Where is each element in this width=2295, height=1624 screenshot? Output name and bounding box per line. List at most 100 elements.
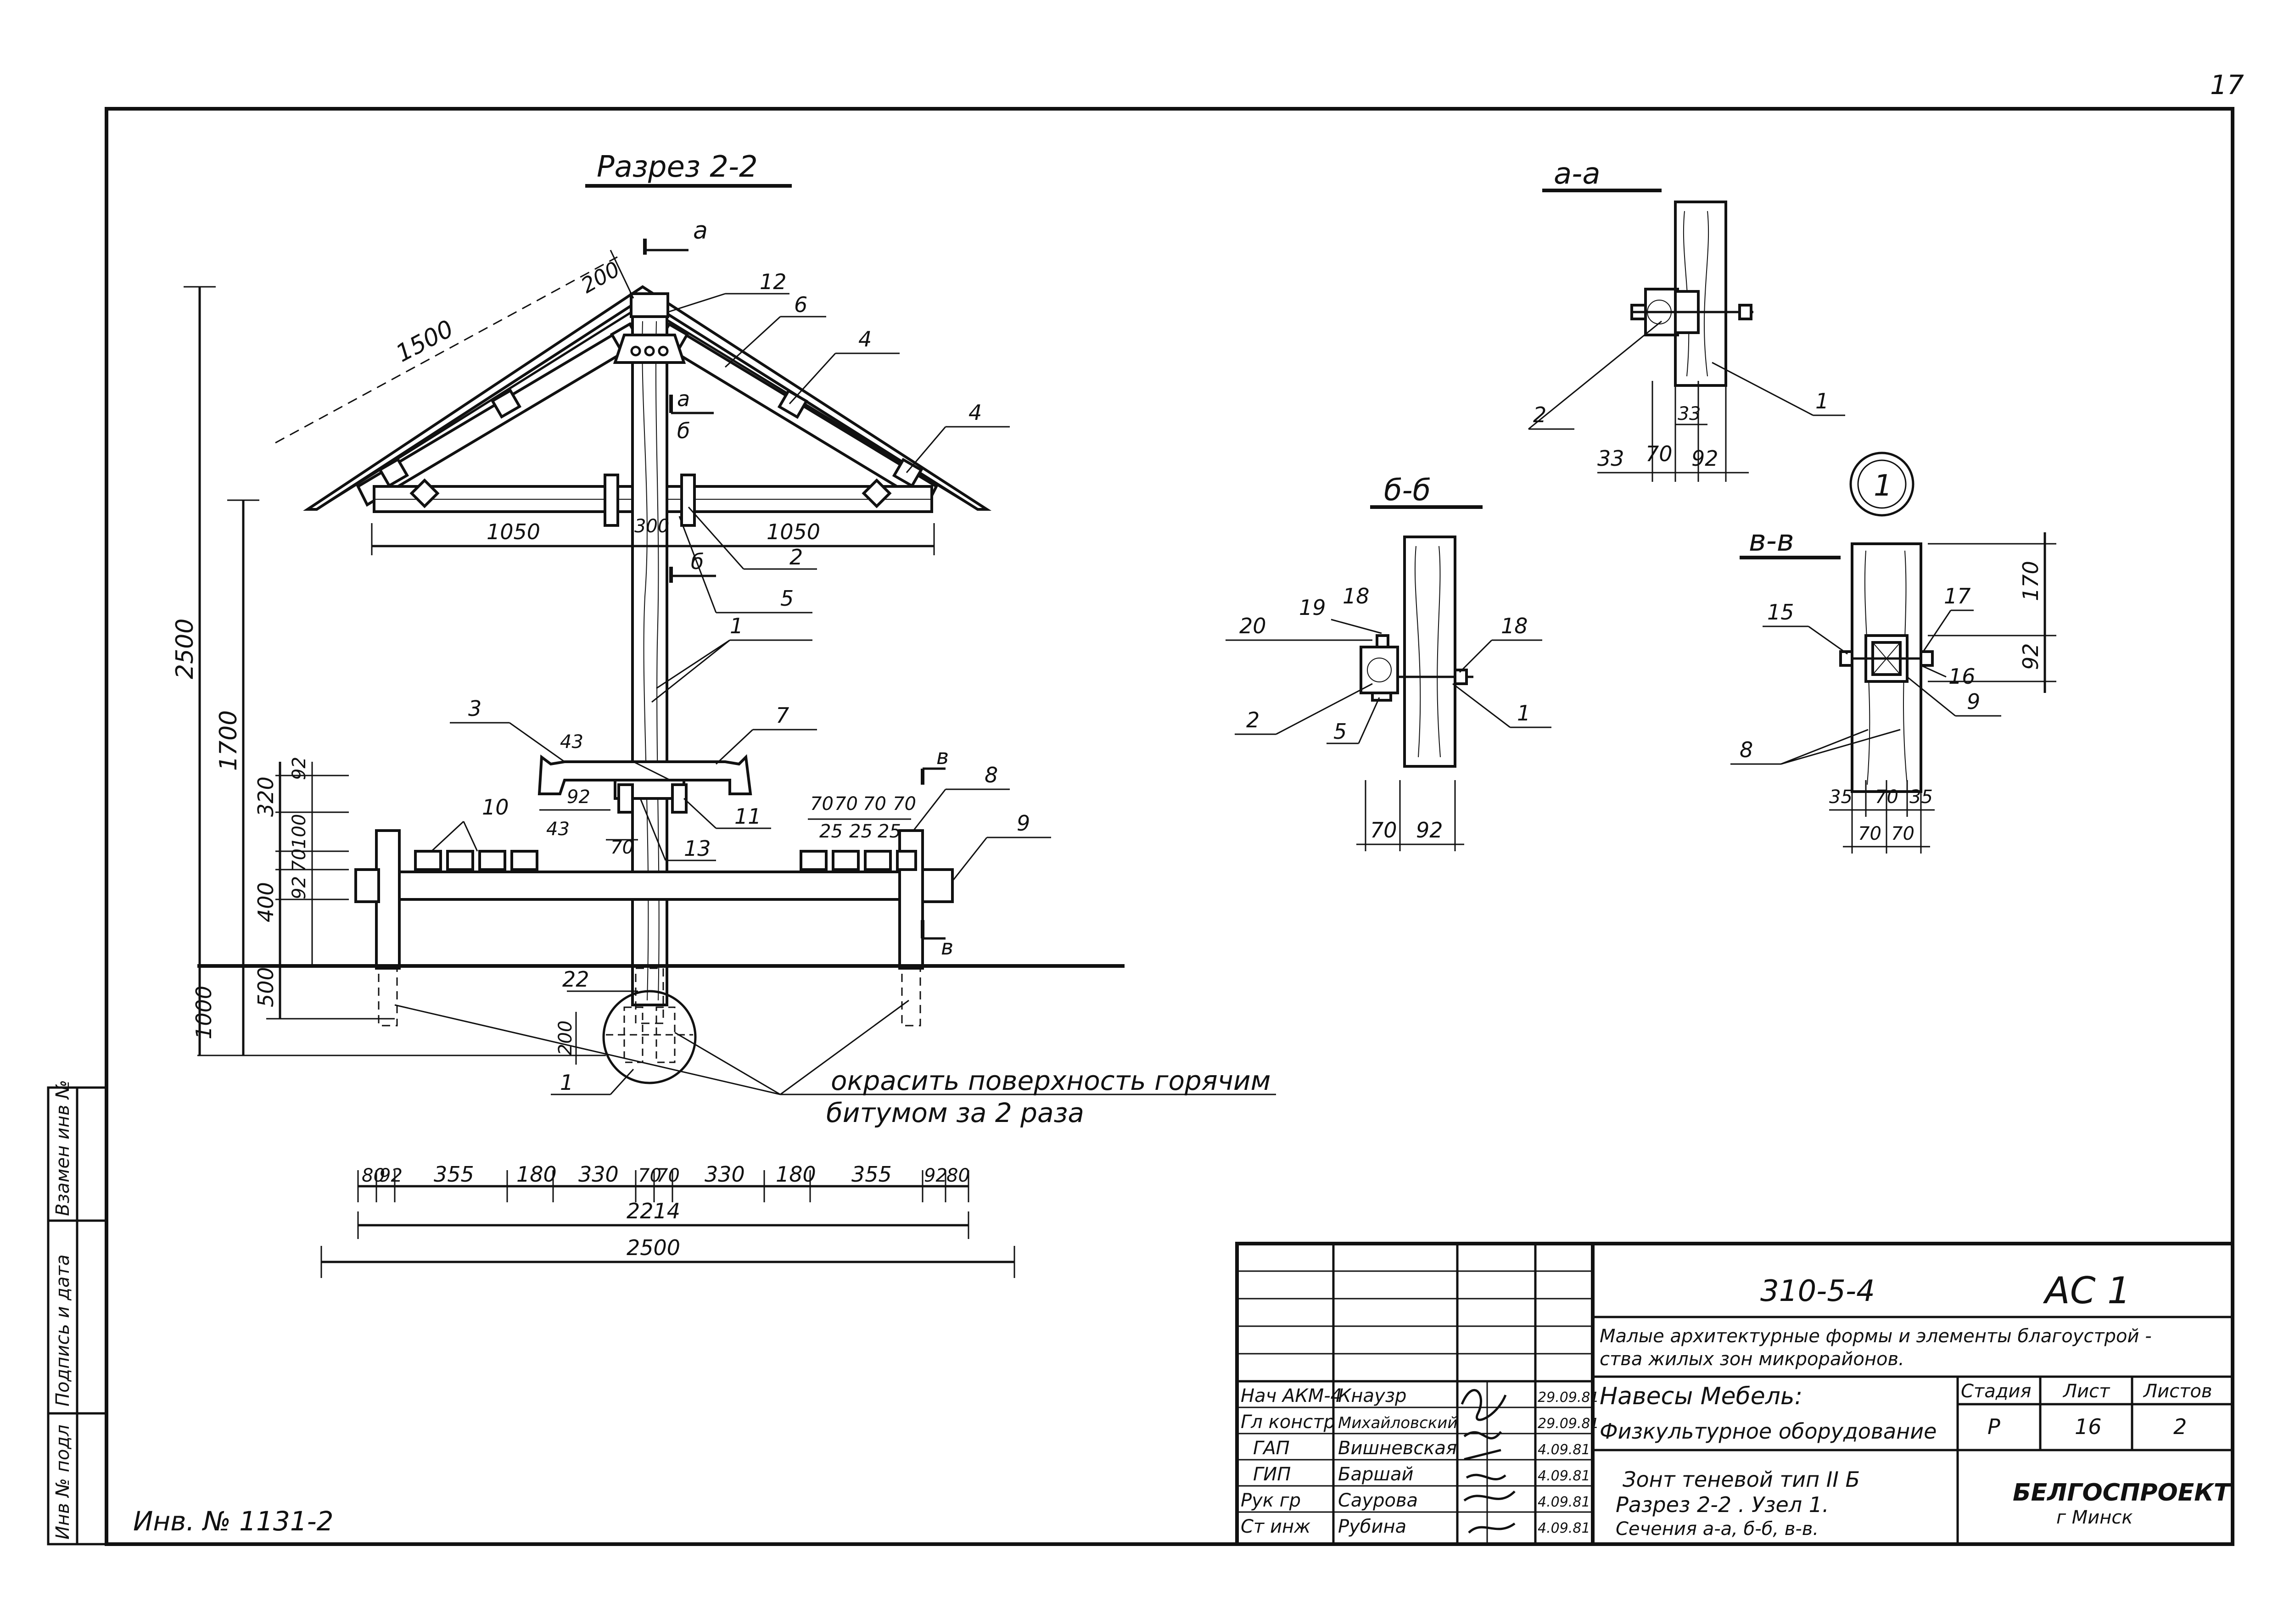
tb-sheets-header: Листов: [2143, 1381, 2212, 1402]
cut-b-mid: б: [677, 419, 690, 443]
chain-70a: 70: [638, 1165, 661, 1186]
bb-callout-2: 2: [1246, 708, 1259, 732]
vv-dim-170: 170: [2018, 561, 2043, 601]
role-2: Гл констр: [1241, 1412, 1335, 1433]
chain-355b: 355: [851, 1162, 892, 1187]
dim-320: 320: [253, 776, 278, 817]
role-5: Рук гр: [1241, 1490, 1301, 1511]
aa-callout-1: 1: [1815, 389, 1829, 413]
date-5: 4.09.81: [1538, 1494, 1590, 1510]
name-4: Баршай: [1338, 1464, 1413, 1485]
cut-a-mid: а: [677, 386, 690, 411]
bb-callout-1: 1: [1517, 701, 1530, 725]
callout-9: 9: [1017, 811, 1030, 836]
callout-22: 22: [562, 967, 589, 992]
callout-6: 6: [794, 292, 807, 317]
section-v-v: 1 в-в 15 17 16 9 8 170 92: [1730, 452, 2056, 854]
tb-subject-line2: Физкультурное оборудование: [1600, 1419, 1937, 1444]
section-v-v-title: в-в: [1749, 524, 1794, 558]
date-3: 4.09.81: [1538, 1442, 1590, 1458]
chain-80a: 80: [362, 1165, 385, 1186]
tb-sheet-mark: АС 1: [2043, 1269, 2131, 1312]
cut-a-top: а: [693, 217, 708, 245]
date-6: 4.09.81: [1538, 1520, 1590, 1536]
chain-180a: 180: [516, 1162, 557, 1187]
dim-43a: 43: [560, 731, 583, 753]
dim-100: 100: [289, 814, 310, 849]
tb-drawing-line2: Разрез 2-2 . Узел 1.: [1616, 1492, 1829, 1517]
dim-slat-70-4: 70: [893, 793, 916, 815]
chain-180b: 180: [776, 1162, 816, 1187]
role-1: Нач АКМ-4: [1241, 1385, 1342, 1406]
total-2214: 2214: [627, 1199, 680, 1223]
total-2500: 2500: [627, 1235, 680, 1260]
vv-dim-35b: 35: [1909, 787, 1933, 808]
bb-callout-19: 19: [1299, 595, 1326, 620]
cut-v-bottom: в: [941, 935, 953, 960]
tb-org: БЕЛГОСПРОЕКТ: [2013, 1479, 2232, 1507]
date-4: 4.09.81: [1538, 1468, 1590, 1484]
dim-300: 300: [634, 516, 669, 537]
vv-callout-9: 9: [1967, 689, 1980, 714]
vv-callout-17: 17: [1944, 584, 1971, 608]
vv-callout-8: 8: [1740, 737, 1753, 762]
vv-dim-70-top: 70: [1875, 787, 1898, 808]
vv-dim-70-bl: 70: [1858, 823, 1881, 844]
aa-callout-2: 2: [1533, 402, 1546, 427]
bb-dim-92: 92: [1416, 818, 1443, 843]
section-b-b: б-б 20 19 18 18 2 5 1 70 92: [1226, 474, 1551, 851]
dim-slat-25-1: 25: [819, 821, 843, 842]
callout-2: 2: [789, 545, 803, 569]
title-block: Нач АКМ-4 Кнаузр 29.09.81 Гл констр Миха…: [1235, 1242, 2234, 1546]
tb-project-line2: ства жилых зон микрорайонов.: [1600, 1349, 1904, 1370]
node-1-circle: [1849, 452, 1914, 517]
aa-dim-33: 33: [1597, 446, 1624, 471]
name-6: Рубина: [1338, 1516, 1406, 1537]
section-2-2-title: Разрез 2-2: [597, 150, 758, 184]
bb-callout-18b: 18: [1501, 614, 1528, 638]
bb-dim-70: 70: [1370, 818, 1397, 843]
date-2: 29.09.81: [1538, 1416, 1599, 1432]
dim-slat-70-1: 70: [810, 793, 834, 815]
dim-92b: 92: [289, 876, 310, 899]
dim-1700: 1700: [215, 710, 242, 771]
name-3: Вишневская: [1338, 1438, 1457, 1459]
vv-callout-16: 16: [1948, 664, 1976, 689]
node-1-label: 1: [1874, 469, 1892, 503]
dim-70b: 70: [610, 837, 634, 858]
signature-marks: [1461, 1389, 1516, 1534]
callout-3: 3: [468, 696, 481, 721]
tb-drawing-line1: Зонт теневой тип II Б: [1623, 1467, 1860, 1492]
cut-v-top: в: [936, 744, 949, 769]
callout-5: 5: [780, 586, 794, 611]
sheet-frame: [105, 107, 2234, 1546]
chain-80b: 80: [946, 1165, 970, 1186]
dim-92c: 92: [567, 787, 590, 808]
inventory-number: Инв. № 1131-2: [133, 1506, 334, 1537]
dim-slat-70-2: 70: [834, 793, 858, 815]
note-bitumen-line1: окрасить поверхность горячим: [831, 1065, 1271, 1096]
name-2: Михайловский: [1338, 1414, 1457, 1432]
dim-200-bottom: 200: [555, 1021, 576, 1055]
name-1: Кнаузр: [1338, 1385, 1406, 1406]
stamp-inv-podl: Инв № подл: [52, 1424, 73, 1540]
date-1: 29.09.81: [1538, 1390, 1599, 1406]
stamp-vzamen-inv: Взамен инв №: [52, 1080, 73, 1216]
tb-sheet-header: Лист: [2062, 1381, 2110, 1402]
aa-dim-70: 70: [1646, 441, 1673, 466]
dim-43b: 43: [546, 819, 570, 840]
tb-stage-header: Стадия: [1961, 1381, 2031, 1402]
role-3: ГАП: [1253, 1438, 1290, 1459]
tb-code: 310-5-4: [1760, 1274, 1875, 1308]
name-5: Саурова: [1338, 1490, 1418, 1511]
page-number: 17: [2210, 69, 2244, 100]
role-4: ГИП: [1253, 1464, 1291, 1485]
section-a-a-title: а-а: [1554, 157, 1601, 191]
callout-4a: 4: [858, 327, 872, 352]
dim-2500-vertical: 2500: [171, 619, 199, 679]
vv-dim-70-br: 70: [1891, 823, 1914, 844]
chain-330a: 330: [578, 1162, 619, 1187]
callout-10: 10: [482, 795, 509, 820]
tb-stage: Р: [1987, 1414, 2000, 1439]
